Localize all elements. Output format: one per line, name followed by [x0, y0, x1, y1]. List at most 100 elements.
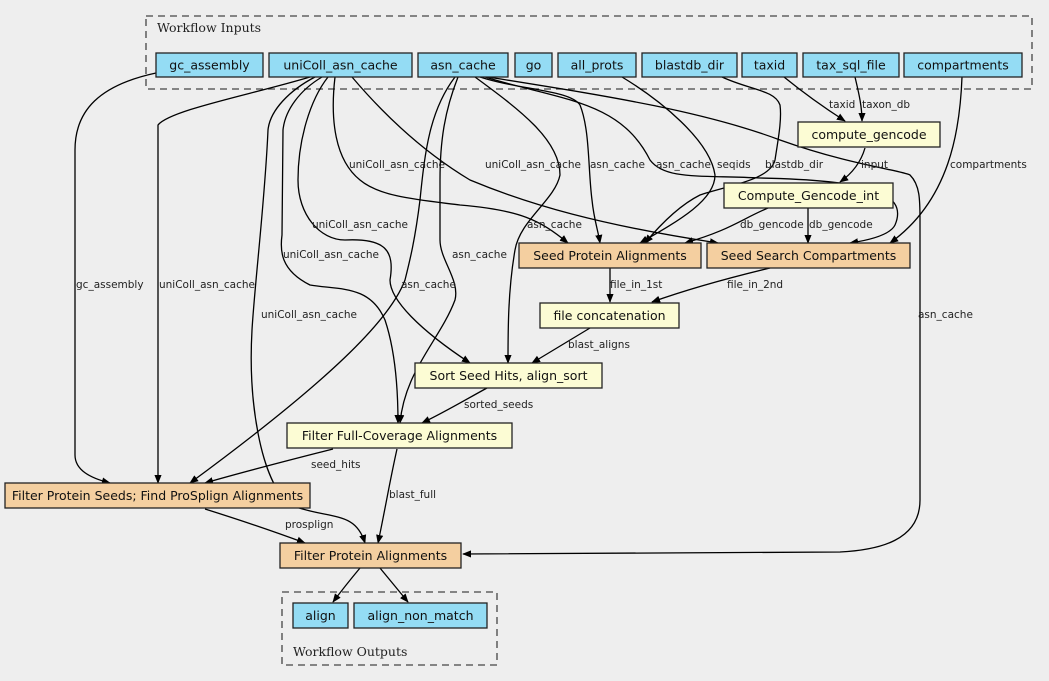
- edge-label-unicoll-seed-protein: uniColl_asn_cache: [349, 159, 445, 171]
- edge-asn-seed-search: [484, 76, 899, 246]
- edge-label-asn-seed-protein: asn_cache: [590, 159, 645, 171]
- node-label: Filter Protein Alignments: [294, 548, 447, 563]
- edge-label-unicoll-filter-full: uniColl_asn_cache: [283, 249, 379, 261]
- edge-label-file-in-1st: file_in_1st: [610, 279, 662, 291]
- edge-label-unicoll-seed-search: uniColl_asn_cache: [485, 159, 581, 171]
- input-node-blastdb-dir[interactable]: blastdb_dir: [641, 52, 738, 78]
- node-label: file concatenation: [553, 308, 665, 323]
- edge-asn-filter-seeds: [189, 76, 456, 484]
- edge-filter-protein-align: [332, 567, 361, 603]
- node-label: asn_cache: [430, 58, 496, 73]
- nodes: gc_assembly uniColl_asn_cache asn_cache …: [4, 52, 1023, 629]
- step-node-filter-protein-seeds[interactable]: Filter Protein Seeds; Find ProSplign Ali…: [4, 482, 311, 509]
- edge-label-blast-aligns: blast_aligns: [568, 339, 630, 351]
- edge-label-seqids: seqids: [717, 159, 751, 171]
- edge-taxid-compute-gencode: [783, 76, 846, 122]
- step-node-sort-seed-hits[interactable]: Sort Seed Hits, align_sort: [414, 362, 603, 389]
- cluster-inputs-label: Workflow Inputs: [157, 20, 261, 35]
- edge-gc-assembly-filter-seeds: [74, 72, 157, 485]
- edge-label-taxon-db: taxon_db: [862, 99, 910, 111]
- edge-unicoll-seed-protein: [332, 76, 569, 244]
- cluster-outputs-label: Workflow Outputs: [293, 644, 407, 659]
- edge-label-blast-full: blast_full: [389, 489, 436, 501]
- node-label: tax_sql_file: [816, 58, 886, 73]
- edge-seed-search-file-concat: [651, 267, 771, 303]
- edge-label-asn-filter-protein: asn_cache: [918, 309, 973, 321]
- edge-label-seed-hits: seed_hits: [311, 459, 360, 471]
- cluster-workflow-outputs: Workflow Outputs: [281, 591, 498, 666]
- edge-label-db-gencode-1: db_gencode: [740, 219, 804, 231]
- node-label: compute_gencode: [811, 127, 926, 142]
- edge-label-asn-seed-protein-2: asn_cache: [527, 219, 582, 231]
- edge-label-asn-filter-full: asn_cache: [452, 249, 507, 261]
- node-label: Seed Search Compartments: [721, 248, 897, 263]
- output-node-align-non-match[interactable]: align_non_match: [353, 602, 488, 629]
- edge-filter-seeds-filter-protein: [204, 508, 306, 544]
- step-node-compute-gencode[interactable]: compute_gencode: [797, 121, 941, 148]
- edge-label-unicoll-filter-protein: uniColl_asn_cache: [261, 309, 357, 321]
- node-label: Compute_Gencode_int: [738, 188, 879, 203]
- edge-asn-sort-seed: [474, 76, 561, 364]
- node-label: taxid: [754, 58, 785, 73]
- edge-compartments-seed-search: [889, 76, 963, 244]
- edge-label-prosplign: prosplign: [285, 519, 333, 531]
- edge-unicoll-filter-full: [280, 76, 402, 424]
- node-label: blastdb_dir: [655, 58, 725, 73]
- edge-gencode-int-seed-protein: [684, 207, 769, 245]
- edge-asn-seed-protein: [479, 76, 603, 244]
- output-node-align[interactable]: align: [292, 602, 349, 629]
- edge-label-db-gencode-2: db_gencode: [809, 219, 873, 231]
- step-node-file-concatenation[interactable]: file concatenation: [539, 302, 680, 329]
- cluster-workflow-inputs: Workflow Inputs: [145, 15, 1033, 90]
- edge-allprots-seed-protein: [621, 76, 716, 244]
- edge-label-unicoll-filter-seeds: uniColl_asn_cache: [159, 279, 255, 291]
- edges: [74, 72, 963, 603]
- edge-sort-seed-filter-full: [421, 387, 488, 424]
- edge-asn-filter-full: [397, 76, 459, 424]
- step-node-seed-protein-alignments[interactable]: Seed Protein Alignments: [518, 242, 702, 269]
- input-node-gc-assembly[interactable]: gc_assembly: [155, 52, 264, 78]
- edge-gencode-gencode-int: [839, 147, 866, 183]
- input-node-taxid[interactable]: taxid: [741, 52, 798, 78]
- edge-label-asn-seed-search: asn_cache: [656, 159, 711, 171]
- step-node-filter-full-coverage[interactable]: Filter Full-Coverage Alignments: [286, 422, 513, 449]
- node-label: Filter Protein Seeds; Find ProSplign Ali…: [12, 488, 303, 503]
- edge-filter-protein-align-non-match: [379, 567, 409, 603]
- edge-unicoll-seed-search: [351, 76, 719, 246]
- input-node-asn-cache[interactable]: asn_cache: [417, 52, 509, 78]
- edge-label-gc-assembly: gc_assembly: [76, 279, 144, 291]
- edge-filter-full-filter-seeds: [204, 448, 334, 485]
- edge-blastdb-seed-protein: [644, 76, 782, 244]
- edge-asn-filter-protein: [462, 76, 921, 558]
- node-label: Sort Seed Hits, align_sort: [430, 368, 588, 383]
- edge-unicoll-sort-seed: [297, 76, 471, 364]
- edge-label-file-in-2nd: file_in_2nd: [727, 279, 783, 291]
- edge-label-blastdb-dir: blastdb_dir: [765, 159, 824, 171]
- edge-label-input: input: [861, 159, 888, 171]
- node-label: align: [305, 608, 335, 623]
- edge-label-compartments: compartments: [950, 159, 1027, 171]
- edge-label-unicoll-sort-seed: uniColl_asn_cache: [312, 219, 408, 231]
- input-node-compartments[interactable]: compartments: [903, 52, 1023, 78]
- step-node-compute-gencode-int[interactable]: Compute_Gencode_int: [723, 182, 894, 209]
- edge-filter-full-filter-protein: [376, 448, 398, 544]
- edge-file-concat-sort-seed: [531, 327, 591, 364]
- edge-unicoll-filter-protein: [250, 76, 367, 544]
- node-label: align_non_match: [368, 608, 474, 623]
- step-node-seed-search-compartments[interactable]: Seed Search Compartments: [706, 242, 911, 269]
- input-node-unicoll-asn-cache[interactable]: uniColl_asn_cache: [268, 52, 413, 78]
- input-node-go[interactable]: go: [514, 52, 553, 78]
- node-label: gc_assembly: [169, 58, 250, 73]
- node-label: Filter Full-Coverage Alignments: [302, 428, 497, 443]
- node-label: uniColl_asn_cache: [283, 58, 398, 73]
- input-node-all-prots[interactable]: all_prots: [557, 52, 637, 78]
- step-node-filter-protein-alignments[interactable]: Filter Protein Alignments: [279, 542, 462, 569]
- edge-taxsql-compute-gencode: [854, 76, 866, 122]
- edge-label-sorted-seeds: sorted_seeds: [464, 399, 533, 411]
- node-label: all_prots: [571, 58, 624, 73]
- input-node-tax-sql-file[interactable]: tax_sql_file: [802, 52, 900, 78]
- node-label: go: [526, 58, 542, 73]
- node-label: compartments: [917, 58, 1009, 73]
- edge-unicoll-filter-seeds: [154, 76, 311, 484]
